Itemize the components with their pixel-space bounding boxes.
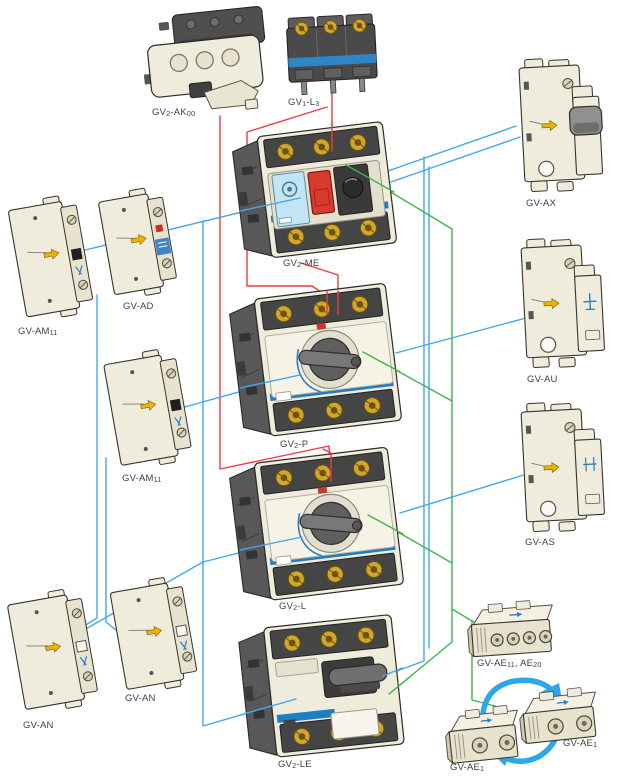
label-gv-ax: GV-AX	[526, 198, 557, 209]
gv-an-b	[109, 577, 198, 690]
label-gv2-ak00: GV2-AK00	[152, 107, 195, 118]
gv-as	[520, 402, 605, 532]
gv2-me	[232, 121, 397, 258]
connection-red-24	[322, 448, 332, 482]
connection-blue-7	[70, 294, 98, 635]
label-gv-ae11: GV-AE11, AE20	[477, 658, 542, 669]
connection-blue-15	[399, 469, 541, 514]
connection-blue-8	[105, 457, 122, 635]
gv-an-a	[7, 589, 98, 710]
connection-blue-25	[239, 197, 301, 212]
connection-green-30	[345, 164, 395, 193]
label-gv2-p: GV2-P	[280, 439, 308, 450]
connection-blue-28	[239, 698, 297, 716]
gv2-l	[229, 446, 404, 601]
gv-ae1-r	[519, 687, 597, 745]
label-gv-ae1-l: GV-AE1	[450, 762, 484, 773]
label-gv-as: GV-AS	[525, 537, 555, 548]
gv-am11-b	[103, 349, 192, 466]
gv2-ak00	[143, 5, 266, 110]
label-gv-ad: GV-AD	[123, 301, 154, 312]
gv1-l3	[286, 13, 378, 96]
gv-au	[520, 238, 605, 368]
connection-green-32	[367, 514, 404, 535]
label-gv2-l: GV2-L	[279, 601, 306, 612]
connection-blue-11	[390, 136, 521, 183]
gv2-le	[238, 614, 405, 758]
connection-blue-10	[387, 125, 517, 172]
connection-blue-14	[395, 317, 527, 354]
gv-ad	[98, 187, 177, 296]
connection-blue-29	[382, 667, 403, 677]
label-gv2-le: GV2-LE	[278, 759, 312, 770]
label-gv1-l3: GV1-L3	[288, 97, 319, 108]
label-gv-ae1-r: GV-AE1	[563, 738, 597, 749]
label-gv-am11-a: GV-AM11	[18, 326, 58, 337]
connection-green-16	[345, 164, 453, 695]
gv-ax	[518, 58, 604, 192]
label-gv2-me: GV2-ME	[283, 258, 319, 269]
label-gv-an-a: GV-AN	[23, 720, 54, 731]
gv-ae1-l	[445, 705, 519, 764]
gv2-p	[229, 283, 402, 437]
connection-green-31	[362, 351, 401, 373]
gv-ae11	[467, 600, 553, 658]
label-gv-an-b: GV-AN	[125, 693, 156, 704]
connection-green-33	[388, 674, 413, 695]
label-gv-au: GV-AU	[527, 374, 558, 385]
gv-am11-a	[8, 195, 94, 318]
connection-blue-26	[239, 374, 301, 389]
label-gv-am11-b: GV-AM11	[122, 473, 162, 484]
connection-green-19	[451, 608, 507, 710]
connection-blue-27	[239, 536, 303, 551]
